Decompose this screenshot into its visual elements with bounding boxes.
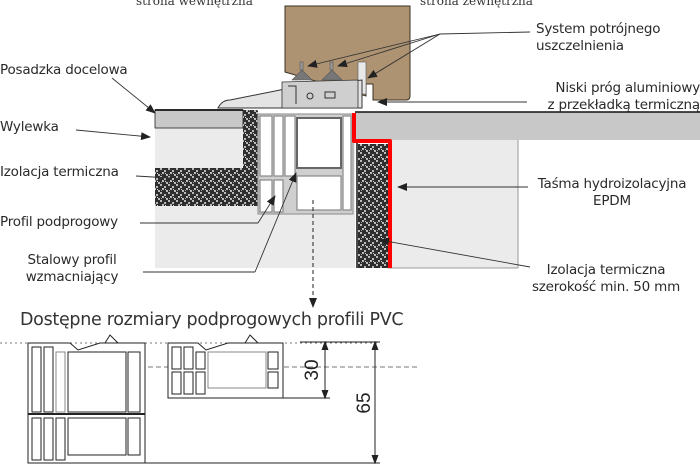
triple-seal-label-line1: System potrójnego bbox=[536, 21, 661, 37]
dimension-lines bbox=[145, 340, 380, 464]
sub-sill-profile-label: Profil podprogowy bbox=[0, 214, 118, 230]
epdm-tape-label-line1: Taśma hydroizolacyjna bbox=[537, 176, 687, 192]
outer-insulation bbox=[356, 140, 388, 268]
steel-profile-label-line2: wzmacniający bbox=[25, 269, 119, 285]
sub-sill-profile bbox=[257, 113, 354, 215]
small-pvc-profile bbox=[167, 334, 284, 399]
section-arrow-head bbox=[309, 298, 317, 308]
insulation-width-label: Izolacja termiczna szerokość min. 50 mm bbox=[512, 262, 700, 296]
inner-side-label: strona wewnętrzna bbox=[136, 0, 253, 8]
outer-floor bbox=[355, 111, 700, 269]
low-threshold-label-line2: z przekładką termiczną bbox=[547, 97, 700, 113]
thermal-insulation-label: Izolacja termiczna bbox=[0, 164, 119, 180]
low-threshold-label: Niski próg aluminiowy z przekładką termi… bbox=[524, 80, 700, 114]
dimension-65-label: 65 bbox=[354, 392, 375, 413]
insulation-width-label-line2: szerokość min. 50 mm bbox=[531, 279, 681, 295]
triple-seal-label: System potrójnego uszczelnienia bbox=[536, 21, 661, 55]
aluminium-threshold bbox=[217, 79, 363, 109]
outer-side-label: strona zewnętrzna bbox=[420, 0, 533, 8]
triple-seal-label-line2: uszczelnienia bbox=[536, 38, 624, 54]
steel-profile-label-line1: Stalowy profil bbox=[27, 252, 117, 268]
epdm-tape bbox=[352, 113, 392, 268]
floor-finish-label: Posadzka docelowa bbox=[0, 62, 128, 78]
screed-label: Wylewka bbox=[0, 119, 59, 135]
seal-gaskets bbox=[291, 61, 367, 95]
epdm-tape-label-line2: EPDM bbox=[593, 193, 631, 209]
low-threshold-label-line1: Niski próg aluminiowy bbox=[555, 80, 700, 96]
epdm-tape-label: Taśma hydroizolacyjna EPDM bbox=[524, 176, 700, 210]
insulation-width-label-line1: Izolacja termiczna bbox=[546, 262, 666, 278]
dimension-30-label: 30 bbox=[302, 359, 323, 380]
leader-lines bbox=[75, 31, 531, 273]
steel-profile-label: Stalowy profil wzmacniający bbox=[18, 252, 126, 286]
sizes-section-title: Dostępne rozmiary podprogowych profili P… bbox=[20, 310, 404, 330]
large-pvc-profile bbox=[27, 334, 146, 464]
